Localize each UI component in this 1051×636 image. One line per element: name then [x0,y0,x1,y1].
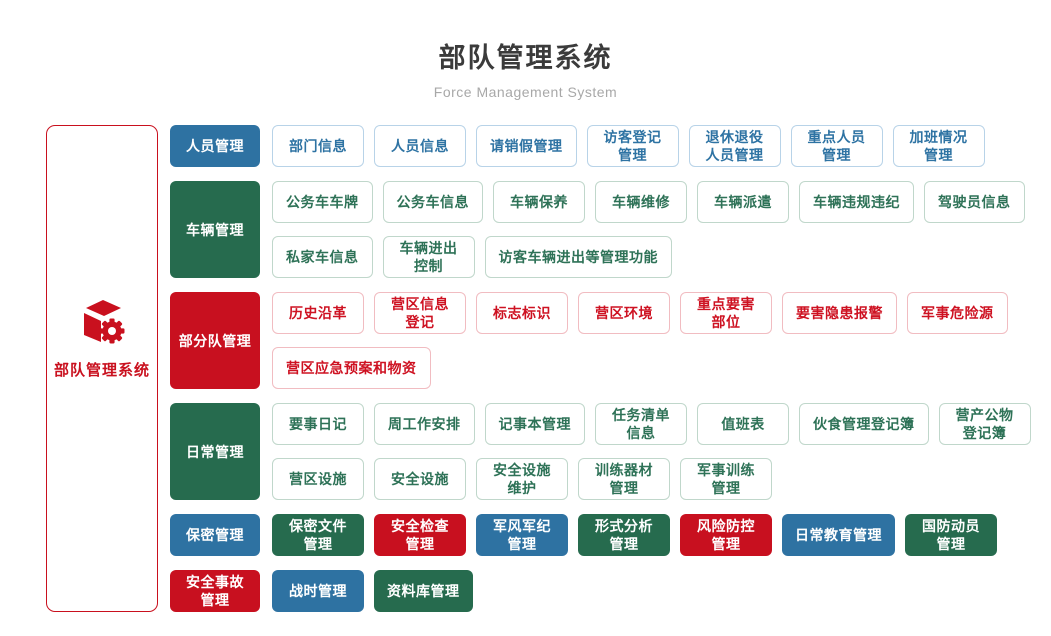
module-box[interactable]: 退休退役 人员管理 [688,125,781,167]
module-box[interactable]: 安全设施 维护 [476,458,568,500]
module-box[interactable]: 要害隐患报警 [782,292,897,334]
page-header: 部队管理系统 Force Management System [0,0,1051,100]
module-box[interactable]: 历史沿革 [272,292,364,334]
group-accident: 安全事故 管理战时管理资料库管理 [170,570,1031,612]
module-box[interactable]: 资料库管理 [374,570,473,612]
module-box[interactable]: 访客登记 管理 [586,125,679,167]
module-box[interactable]: 要事日记 [272,403,364,445]
group-daily: 日常管理要事日记周工作安排记事本管理任务清单 信息值班表伙食管理登记簿营产公物 … [170,403,1031,500]
module-box[interactable]: 公务车信息 [382,181,483,223]
page-subtitle: Force Management System [433,84,618,100]
system-root-label: 部队管理系统 [53,362,150,379]
module-box[interactable]: 任务清单 信息 [595,403,687,445]
module-box[interactable]: 保密文件 管理 [272,514,364,556]
module-box[interactable]: 值班表 [697,403,789,445]
module-box[interactable]: 车辆违规违纪 [799,181,914,223]
item-line: 部门信息人员信息请销假管理访客登记 管理退休退役 人员管理重点人员 管理加班情况… [272,125,985,167]
module-box[interactable]: 车辆进出 控制 [382,236,475,278]
module-box[interactable]: 周工作安排 [374,403,475,445]
item-line: 历史沿革营区信息 登记标志标识营区环境重点要害 部位要害隐患报警军事危险源 [272,292,1008,334]
module-box[interactable]: 公务车车牌 [272,181,373,223]
group-vehicle: 车辆管理公务车车牌公务车信息车辆保养车辆维修车辆派遣车辆违规违纪驾驶员信息私家车… [170,181,1031,278]
diagram: 部队管理系统 人员管理部门信息人员信息请销假管理访客登记 管理退休退役 人员管理… [46,125,1051,612]
system-root-content: 部队管理系统 [54,293,150,380]
module-box[interactable]: 军事训练 管理 [680,458,772,500]
module-box[interactable]: 车辆保养 [493,181,585,223]
category-accident[interactable]: 安全事故 管理 [170,570,260,612]
module-box[interactable]: 标志标识 [476,292,568,334]
cube-gear-icon [75,293,129,352]
group-subunit: 部分队管理历史沿革营区信息 登记标志标识营区环境重点要害 部位要害隐患报警军事危… [170,292,1031,389]
module-box[interactable]: 国防动员 管理 [905,514,997,556]
module-box[interactable]: 日常教育管理 [782,514,895,556]
item-line: 营区应急预案和物资 [272,347,1008,389]
item-line: 营区设施安全设施安全设施 维护训练器材 管理军事训练 管理 [272,458,1031,500]
module-box[interactable]: 重点人员 管理 [790,125,883,167]
page-title: 部队管理系统 [438,43,613,73]
module-box[interactable]: 车辆维修 [595,181,687,223]
module-box[interactable]: 请销假管理 [476,125,577,167]
category-secrecy[interactable]: 保密管理 [170,514,260,556]
module-box[interactable]: 战时管理 [272,570,364,612]
item-line: 战时管理资料库管理 [272,570,473,612]
module-box[interactable]: 驾驶员信息 [924,181,1025,223]
module-box[interactable]: 营区应急预案和物资 [272,347,431,389]
module-box[interactable]: 营区环境 [578,292,670,334]
module-box[interactable]: 重点要害 部位 [680,292,772,334]
module-box[interactable]: 训练器材 管理 [578,458,670,500]
module-box[interactable]: 营产公物 登记簿 [938,403,1031,445]
module-box[interactable]: 伙食管理登记簿 [799,403,929,445]
module-box[interactable]: 加班情况 管理 [892,125,985,167]
group-vehicle-items: 公务车车牌公务车信息车辆保养车辆维修车辆派遣车辆违规违纪驾驶员信息私家车信息车辆… [272,181,1025,278]
module-box[interactable]: 风险防控 管理 [680,514,772,556]
module-box[interactable]: 部门信息 [272,125,364,167]
module-box[interactable]: 营区设施 [272,458,364,500]
module-box[interactable]: 形式分析 管理 [578,514,670,556]
module-box[interactable]: 人员信息 [374,125,466,167]
category-vehicle[interactable]: 车辆管理 [170,181,260,278]
group-accident-items: 战时管理资料库管理 [272,570,473,612]
module-box[interactable]: 私家车信息 [272,236,373,278]
item-line: 私家车信息车辆进出 控制访客车辆进出等管理功能 [272,236,1025,278]
module-box[interactable]: 车辆派遣 [697,181,789,223]
module-box[interactable]: 记事本管理 [484,403,585,445]
category-subunit[interactable]: 部分队管理 [170,292,260,389]
category-personnel[interactable]: 人员管理 [170,125,260,167]
item-line: 保密文件 管理安全检查 管理军风军纪 管理形式分析 管理风险防控 管理日常教育管… [272,514,997,556]
module-box[interactable]: 安全检查 管理 [374,514,466,556]
module-box[interactable]: 军事危险源 [907,292,1008,334]
module-box[interactable]: 营区信息 登记 [374,292,466,334]
group-personnel: 人员管理部门信息人员信息请销假管理访客登记 管理退休退役 人员管理重点人员 管理… [170,125,1031,167]
system-root-panel: 部队管理系统 [46,125,158,612]
module-box[interactable]: 安全设施 [374,458,466,500]
category-daily[interactable]: 日常管理 [170,403,260,500]
groups: 人员管理部门信息人员信息请销假管理访客登记 管理退休退役 人员管理重点人员 管理… [170,125,1031,612]
group-personnel-items: 部门信息人员信息请销假管理访客登记 管理退休退役 人员管理重点人员 管理加班情况… [272,125,985,167]
group-daily-items: 要事日记周工作安排记事本管理任务清单 信息值班表伙食管理登记簿营产公物 登记簿营… [272,403,1031,500]
item-line: 要事日记周工作安排记事本管理任务清单 信息值班表伙食管理登记簿营产公物 登记簿 [272,403,1031,445]
group-subunit-items: 历史沿革营区信息 登记标志标识营区环境重点要害 部位要害隐患报警军事危险源营区应… [272,292,1008,389]
group-secrecy-items: 保密文件 管理安全检查 管理军风军纪 管理形式分析 管理风险防控 管理日常教育管… [272,514,997,556]
item-line: 公务车车牌公务车信息车辆保养车辆维修车辆派遣车辆违规违纪驾驶员信息 [272,181,1025,223]
module-box[interactable]: 访客车辆进出等管理功能 [484,236,672,278]
module-box[interactable]: 军风军纪 管理 [476,514,568,556]
group-secrecy: 保密管理保密文件 管理安全检查 管理军风军纪 管理形式分析 管理风险防控 管理日… [170,514,1031,556]
